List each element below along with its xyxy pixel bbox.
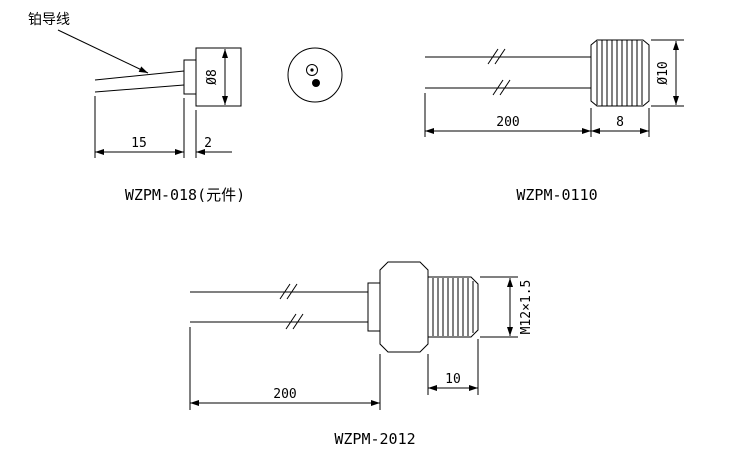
knurl-lines [596, 40, 643, 106]
dim-text-diameter-10: Ø10 [656, 61, 671, 84]
wire-break-marks [279, 283, 304, 330]
dim-text-8: 8 [616, 115, 624, 130]
figure-wzpm2012: M12×1.5 200 10 WZPM-2012 [189, 261, 534, 448]
knurled-body [590, 39, 650, 107]
figure-label-wzpm2012: WZPM-2012 [334, 430, 415, 448]
figure-wzpm018: 铂导线 Ø8 15 2 WZPM-018(元件) [28, 12, 245, 204]
figure-label-wzpm018: WZPM-018(元件) [125, 186, 245, 204]
dim-diameter-10: Ø10 [651, 39, 684, 107]
dim-text-10: 10 [445, 372, 461, 387]
lead-wires [425, 56, 591, 89]
end-view-lead1-icon [306, 64, 318, 76]
platinum-lead-callout: 铂导线 [28, 12, 70, 28]
wire-break-marks [487, 48, 511, 96]
element-neck [183, 59, 197, 95]
dim-text-m12: M12×1.5 [519, 280, 534, 335]
thread-lines [432, 278, 474, 336]
dim-thread-m12: M12×1.5 [480, 276, 534, 338]
dim-lines-wzpm2012: 200 10 [189, 327, 479, 410]
dim-text-2: 2 [204, 136, 212, 151]
dim-diameter-8: Ø8 [205, 49, 228, 105]
callout-leader-line [57, 29, 149, 74]
figure-wzpm0110: Ø10 200 8 WZPM-0110 [424, 39, 684, 204]
lead-wires [94, 70, 185, 93]
figure-end-view [287, 47, 343, 103]
hex-nut-body [379, 261, 429, 353]
thread-outline [428, 276, 479, 338]
dim-text-200: 200 [496, 115, 519, 130]
dim-lines-wzpm0110: 200 8 [424, 93, 650, 137]
dim-lines-wzpm018: 15 2 [94, 96, 232, 158]
lead-wires [190, 291, 368, 323]
end-view-lead1-center [310, 68, 314, 72]
figure-label-wzpm0110: WZPM-0110 [516, 186, 597, 204]
dim-text-15: 15 [131, 136, 147, 151]
dim-text-diameter-8: Ø8 [205, 69, 220, 85]
element-body [195, 47, 242, 107]
end-view-outline [287, 47, 343, 103]
end-view-lead2 [312, 79, 320, 87]
body-neck [367, 282, 381, 332]
dim-text-200: 200 [273, 387, 296, 402]
